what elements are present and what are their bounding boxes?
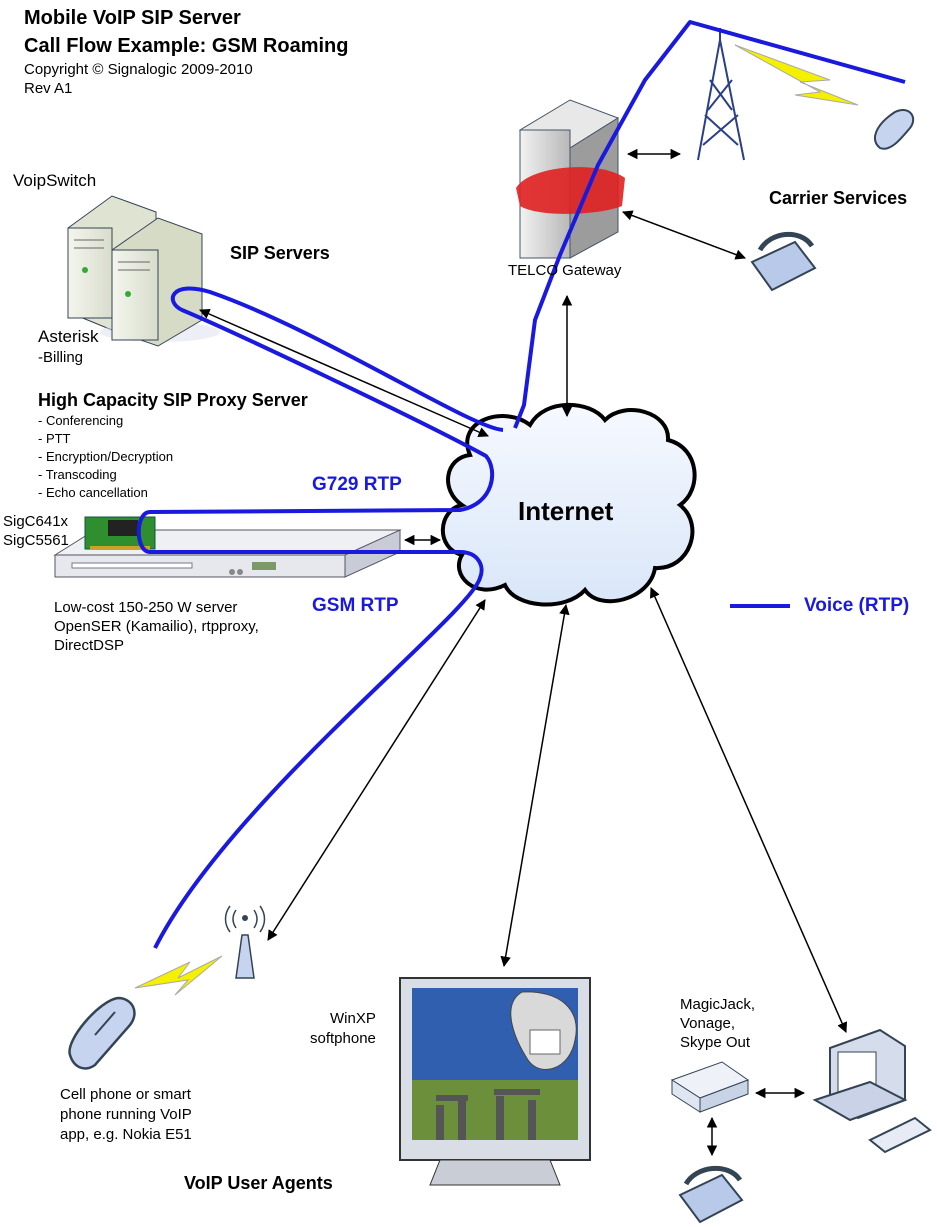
voipswitch-label: VoipSwitch — [13, 171, 97, 190]
diagram-subtitle: Call Flow Example: GSM Roaming — [24, 35, 349, 57]
cell-phone-desc-line: phone running VoIP — [60, 1106, 192, 1123]
feature-item: - Echo cancellation — [38, 485, 148, 500]
services-label-line: MagicJack, — [680, 996, 756, 1013]
billing-label: -Billing — [38, 349, 84, 366]
revision-text: Rev A1 — [24, 80, 73, 97]
proxy-desc-line: OpenSER (Kamailio), rtpproxy, — [54, 618, 259, 635]
voice-legend-label: Voice (RTP) — [804, 595, 910, 616]
desktop-pc-icon — [812, 1028, 932, 1154]
pc-arrow — [649, 587, 848, 1033]
feature-item: - Transcoding — [38, 467, 117, 482]
sip-servers-heading: SIP Servers — [230, 243, 330, 263]
cell-phone-desc-line: Cell phone or smart — [60, 1086, 191, 1103]
softphone-arrow — [500, 603, 570, 968]
internet-label: Internet — [518, 496, 614, 526]
feature-item: - PTT — [38, 431, 71, 446]
softphone-label: softphone — [310, 1030, 376, 1047]
proxy-desc-line: DirectDSP — [54, 637, 125, 654]
g729-rtp-label: G729 RTP — [312, 474, 402, 495]
desk-telephone-icon — [678, 1165, 744, 1224]
dsp-card-icon — [84, 516, 156, 550]
gsm-rtp-label: GSM RTP — [312, 595, 399, 616]
telco-gateway-label: TELCO Gateway — [508, 262, 622, 279]
card-label-sigc5561: SigC5561 — [3, 532, 69, 549]
feature-item: - Conferencing — [38, 413, 124, 428]
diagram-title: Mobile VoIP SIP Server — [24, 7, 241, 29]
smartphone-icon — [68, 996, 136, 1070]
remote-mobile-phone-icon — [874, 109, 915, 150]
voip-adapter-icon — [670, 1061, 750, 1113]
softphone-monitor-icon — [399, 977, 591, 1186]
proxy-desc-line: Low-cost 150-250 W server — [54, 599, 238, 616]
copyright-text: Copyright © Signalogic 2009-2010 — [24, 61, 253, 78]
cell-tower-icon — [697, 28, 745, 161]
winxp-label: WinXP — [330, 1010, 376, 1027]
sip-server-asterisk-icon — [100, 217, 220, 347]
wifi-ap-arrow — [267, 599, 486, 941]
carrier-phone-arrow — [622, 210, 746, 260]
asterisk-label: Asterisk — [38, 327, 99, 346]
internet-cloud-icon — [440, 402, 697, 607]
feature-item: - Encryption/Decryption — [38, 449, 174, 464]
carrier-telephone-icon — [750, 231, 817, 292]
proxy-heading: High Capacity SIP Proxy Server — [38, 390, 308, 410]
user-agents-heading: VoIP User Agents — [184, 1173, 333, 1193]
carrier-services-label: Carrier Services — [769, 188, 908, 208]
cell-phone-desc-line: app, e.g. Nokia E51 — [60, 1126, 192, 1143]
card-label-sigc641x: SigC641x — [3, 513, 69, 530]
voice-path-sip-servers — [136, 286, 504, 949]
wifi-access-point-icon — [224, 905, 266, 979]
voice-path-carrier — [513, 20, 906, 429]
services-label-line: Vonage, — [680, 1015, 736, 1032]
cellular-link-bolt-icon — [134, 955, 223, 996]
wireless-link-bolt-icon — [734, 44, 859, 106]
services-label-line: Skype Out — [680, 1034, 751, 1051]
sip-server-signal-arrow — [199, 308, 489, 438]
